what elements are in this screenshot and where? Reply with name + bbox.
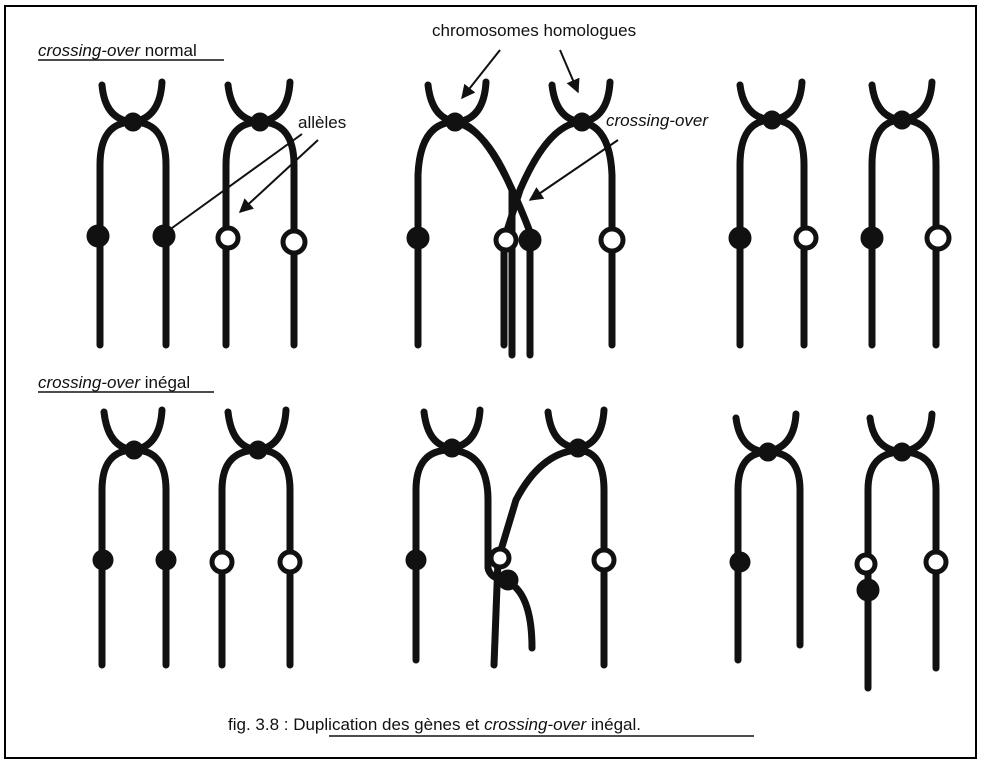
centromere <box>253 115 267 129</box>
allele-dark <box>408 552 424 568</box>
centromere <box>251 443 265 457</box>
allele-light <box>283 231 305 253</box>
unequal-crossing-chromosome-2 <box>494 410 604 665</box>
allele-light <box>218 228 238 248</box>
row-normal-markers <box>89 113 949 253</box>
centromere <box>445 441 459 455</box>
allele-light <box>601 229 623 251</box>
allele-dark <box>155 227 173 245</box>
allele-light <box>496 230 516 250</box>
allele-pointer-line <box>172 134 302 228</box>
figure-caption: fig. 3.8 : Duplication des gènes et cros… <box>228 715 641 734</box>
centromere <box>126 115 140 129</box>
allele-light <box>927 227 949 249</box>
row-normal <box>100 82 936 355</box>
allele-dark <box>158 552 174 568</box>
centromere <box>575 115 589 129</box>
row-unequal <box>102 410 936 688</box>
allele-dark <box>95 552 111 568</box>
centromere <box>448 115 462 129</box>
allele-dark <box>521 231 539 249</box>
allele-light <box>857 555 875 573</box>
allele-light <box>280 552 300 572</box>
allele-light <box>594 550 614 570</box>
section-label-normal: crossing-over normal <box>38 41 197 60</box>
centromere <box>761 445 775 459</box>
allele-light <box>796 228 816 248</box>
allele-dark <box>859 581 877 599</box>
homologue-arrow <box>560 50 578 92</box>
label-homologues: chromosomes homologues <box>432 21 636 40</box>
allele-dark <box>89 227 107 245</box>
allele-dark <box>732 554 748 570</box>
allele-dark <box>731 229 749 247</box>
label-crossing-over: crossing-over <box>606 111 709 130</box>
label-alleles: allèles <box>298 113 346 132</box>
allele-dark <box>409 229 427 247</box>
centromere <box>571 441 585 455</box>
centromere <box>895 445 909 459</box>
allele-dark <box>863 229 881 247</box>
centromere <box>895 113 909 127</box>
homologue-arrow <box>462 50 500 98</box>
allele-dark <box>500 572 516 588</box>
unequal-crossing-chromosome-1 <box>416 410 532 660</box>
allele-light <box>491 549 509 567</box>
centromere <box>765 113 779 127</box>
allele-light <box>212 552 232 572</box>
allele-light <box>926 552 946 572</box>
centromere <box>127 443 141 457</box>
section-label-unequal: crossing-over inégal <box>38 373 190 392</box>
